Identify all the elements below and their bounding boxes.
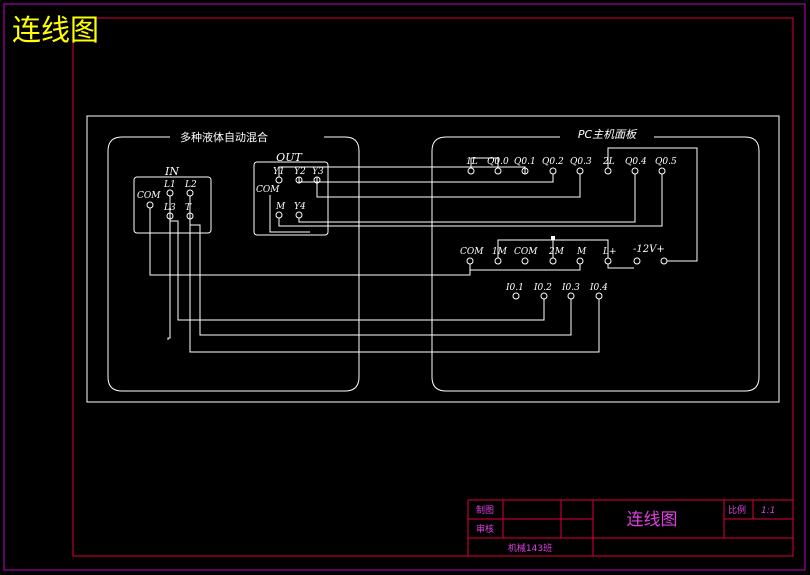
inner-frame <box>72 17 794 557</box>
top-row-q0-4: Q0.4 <box>625 157 647 167</box>
top-row-q0-2: Q0.2 <box>542 157 564 167</box>
right-panel-frame <box>431 136 760 392</box>
left-panel-frame <box>107 136 360 392</box>
top-q0-2-circle <box>549 167 557 175</box>
top-row-q0-5: Q0.5 <box>655 157 677 167</box>
in-l2-terminal-circle <box>186 189 194 197</box>
mid-row-m: M <box>576 247 587 257</box>
in-terminal-l2: L2 <box>184 180 197 190</box>
in-com-terminal-circle <box>146 201 154 209</box>
in-l1-terminal-circle <box>166 189 174 197</box>
mid-minus-circle <box>633 257 641 265</box>
out-box <box>253 161 329 236</box>
top-1l-circle <box>467 167 475 175</box>
top-2l-circle <box>604 167 612 175</box>
top-q0-0-circle <box>494 167 502 175</box>
out-m-terminal-circle <box>275 211 283 219</box>
top-row-1l: 1L <box>466 157 478 167</box>
in-box-title: IN <box>164 165 179 178</box>
title-block-main-title: 连线图 <box>627 510 678 530</box>
title-block <box>467 499 793 556</box>
out-box-title: OUT <box>276 151 303 164</box>
mid-com1-circle <box>466 257 474 265</box>
input-i0-2-circle <box>540 292 548 300</box>
left-panel-title: 多种液体自动混合 <box>180 130 268 144</box>
top-q0-4-circle <box>631 167 639 175</box>
mid-1m-circle <box>494 257 502 265</box>
right-panel-title: PC主机面板 <box>578 128 638 141</box>
outer-frame <box>3 3 806 571</box>
diagram-border <box>86 115 780 403</box>
in-box <box>133 176 212 234</box>
mid-com2-circle <box>521 257 529 265</box>
drawing-title: 连线图 <box>12 13 99 47</box>
in-terminal-l3: L3 <box>163 203 176 213</box>
mid-2m-circle <box>549 257 557 265</box>
input-i0-3-circle <box>567 292 575 300</box>
drawn-by-label: 制图 <box>476 504 494 516</box>
out-terminal-y4: Y4 <box>294 202 306 212</box>
top-row-q0-3: Q0.3 <box>570 157 592 167</box>
top-row-q0-1: Q0.1 <box>514 157 536 167</box>
mid-row-com-2: COM <box>514 247 538 257</box>
input-i0-4: I0.4 <box>589 283 608 293</box>
mid-row-12v: -12V+ <box>633 244 665 255</box>
out-y4-terminal-circle <box>295 211 303 219</box>
scale-value: 1:1 <box>761 506 775 516</box>
junction-dot <box>551 236 555 240</box>
mid-plus-circle <box>660 257 668 265</box>
input-i0-3: I0.3 <box>561 283 580 293</box>
in-terminal-com: COM <box>137 191 161 201</box>
out-terminal-y3: Y3 <box>312 167 324 177</box>
checked-by-label: 审核 <box>476 523 494 535</box>
out-terminal-com: COM <box>256 185 280 195</box>
input-i0-1: I0.1 <box>505 283 524 293</box>
mid-lplus-circle <box>604 257 612 265</box>
input-i0-1-circle <box>512 292 520 300</box>
out-y1-terminal-circle <box>275 176 283 184</box>
scale-label: 比例 <box>728 504 746 516</box>
mid-row-com-1: COM <box>460 247 484 257</box>
mid-m-circle <box>576 257 584 265</box>
in-terminal-l1: L1 <box>163 180 176 190</box>
mid-row-2m: 2M <box>548 247 565 257</box>
in-terminal-t: T <box>185 203 192 213</box>
top-q0-5-circle <box>658 167 666 175</box>
input-i0-4-circle <box>595 292 603 300</box>
mid-row-l-plus: L+ <box>602 247 617 257</box>
top-q0-3-circle <box>576 167 584 175</box>
mid-row-1m: 1M <box>492 247 508 257</box>
out-terminal-m: M <box>275 202 286 212</box>
out-terminal-y2: Y2 <box>294 167 306 177</box>
input-i0-2: I0.2 <box>533 283 552 293</box>
class-label: 机械143班 <box>508 542 552 554</box>
